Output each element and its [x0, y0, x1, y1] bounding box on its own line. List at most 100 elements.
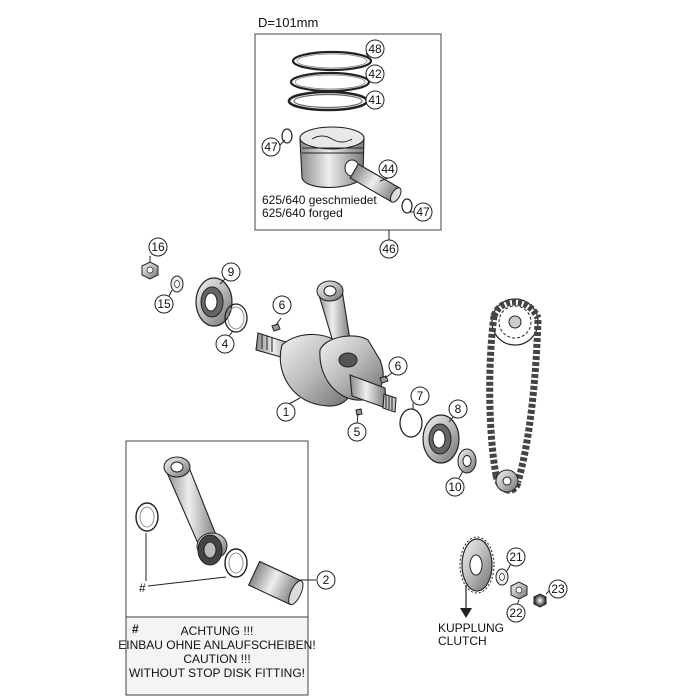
- callout-15-label: 15: [157, 297, 171, 311]
- timing-chain-top: [490, 298, 542, 320]
- conrod-small-end-bore: [323, 285, 337, 297]
- left-side-parts: [141, 256, 248, 337]
- clutch-label-german: KUPPLUNG: [438, 621, 504, 635]
- crankshaft-thread-lines: [385, 395, 393, 410]
- note-line-1: ACHTUNG !!!: [181, 624, 254, 638]
- callout-5-label: 5: [354, 425, 361, 439]
- needle-bearing-bore: [203, 541, 217, 559]
- callout-22-label: 22: [509, 606, 523, 620]
- piston-ring-middle-inner: [294, 74, 366, 90]
- leader-6a: [275, 317, 282, 326]
- callout-1-label: 1: [283, 405, 290, 419]
- callout-15: 15: [154, 294, 174, 314]
- crank-pin-hole: [338, 352, 358, 368]
- leader-44: [379, 177, 389, 182]
- lower-sprocket-hub: [502, 476, 512, 486]
- callout-46: 46: [379, 239, 399, 259]
- primary-drive-parts: KUPPLUNG CLUTCH: [438, 536, 551, 648]
- leader-1: [288, 397, 301, 405]
- piston-crown-valve-recess: [311, 135, 353, 143]
- piston-diameter-title: D=101mm: [258, 15, 318, 30]
- callout-9: 9: [221, 262, 241, 282]
- callout-44-label: 44: [381, 162, 395, 176]
- shim-4-inner: [227, 306, 245, 330]
- key-6-left: [271, 323, 281, 332]
- thrust-washer-left-inner: [139, 506, 155, 528]
- note-symbol: #: [132, 622, 139, 636]
- spacer-10-bore: [462, 455, 472, 467]
- piston-pin: [349, 163, 402, 203]
- leader-10: [458, 470, 464, 479]
- callout-6-left: 6: [272, 295, 292, 315]
- clutch-arrow-head: [460, 608, 472, 618]
- callout-9-label: 9: [228, 265, 235, 279]
- washer-21-bore: [499, 573, 505, 581]
- callout-42: 42: [365, 64, 385, 84]
- callout-48: 48: [365, 39, 385, 59]
- timing-chain-left-strand: [486, 315, 500, 476]
- callout-10: 10: [445, 477, 465, 497]
- leader-48: [365, 52, 372, 62]
- thrust-washer-right: [224, 548, 248, 578]
- callout-21-label: 21: [509, 550, 523, 564]
- callout-8-label: 8: [455, 402, 462, 416]
- callout-23-label: 23: [551, 582, 565, 596]
- conrod-small-eye-bore: [170, 461, 184, 473]
- conrod-group: # # ACHTUNG !!! EINBAU OHNE ANLAUFSCHEIB…: [118, 440, 316, 696]
- callout-46-label: 46: [382, 242, 396, 256]
- thrust-washer-right-inner: [228, 552, 244, 574]
- right-side-parts: [399, 403, 477, 479]
- callout-22: 22: [506, 603, 526, 623]
- leader-4: [228, 330, 234, 337]
- callout-47-left-label: 47: [264, 140, 278, 154]
- callout-6-right-label: 6: [395, 359, 402, 373]
- shim-7: [399, 408, 423, 438]
- nut-16-bore: [146, 266, 154, 274]
- shim-4: [224, 303, 248, 333]
- leader-hash-right: [147, 576, 227, 587]
- callout-21: 21: [506, 547, 526, 567]
- note-line-4: WITHOUT STOP DISK FITTING!: [129, 666, 305, 680]
- callout-23: 23: [548, 579, 568, 599]
- nut-22-bore: [515, 586, 523, 594]
- piston-group: D=101mm 625/640 geschmiedet 625/640 forg…: [254, 15, 442, 240]
- key-5: [355, 408, 363, 416]
- piston-ring-top-inner: [296, 53, 368, 69]
- timing-chain-right-strand: [514, 319, 542, 483]
- upper-sprocket-teeth: [498, 305, 532, 339]
- note-line-2: EINBAU OHNE ANLAUFSCHEIBEN!: [118, 638, 315, 652]
- crankshaft-assembly: [255, 280, 397, 425]
- callout-4: 4: [215, 334, 235, 354]
- callout-4-label: 4: [222, 337, 229, 351]
- timing-chain-assembly: [486, 298, 542, 494]
- callout-41: 41: [365, 90, 385, 110]
- callout-6-left-label: 6: [279, 298, 286, 312]
- washer-15-bore: [174, 280, 180, 288]
- bearing-9-bore: [204, 292, 218, 312]
- callout-7-label: 7: [417, 389, 424, 403]
- callout-1: 1: [276, 402, 296, 422]
- conrod-note-panel: [125, 616, 309, 696]
- callout-41-label: 41: [368, 93, 382, 107]
- circlip-right: [401, 198, 413, 214]
- bearing-8-bore: [432, 429, 446, 449]
- callout-2-label: 2: [323, 573, 330, 587]
- callout-47-left: 47: [261, 137, 281, 157]
- crank-pin: [247, 560, 304, 606]
- callout-2: 2: [316, 570, 336, 590]
- piston-crown: [299, 126, 365, 150]
- callout-7: 7: [410, 386, 430, 406]
- primary-gear-bore: [469, 554, 483, 576]
- washer-callout-symbol: #: [139, 581, 146, 595]
- crankshaft-left-spline: [261, 335, 273, 352]
- upper-sprocket-hub: [508, 315, 522, 329]
- leader-8: [448, 416, 454, 423]
- crank-pin-end: [288, 580, 304, 606]
- piston-note-german: 625/640 geschmiedet: [262, 193, 377, 207]
- thrust-washer-left: [135, 502, 159, 532]
- leader-6b: [384, 372, 393, 379]
- piston-pin-end: [389, 187, 402, 203]
- primary-gear-teeth: [459, 536, 495, 594]
- nut-23: [533, 593, 547, 608]
